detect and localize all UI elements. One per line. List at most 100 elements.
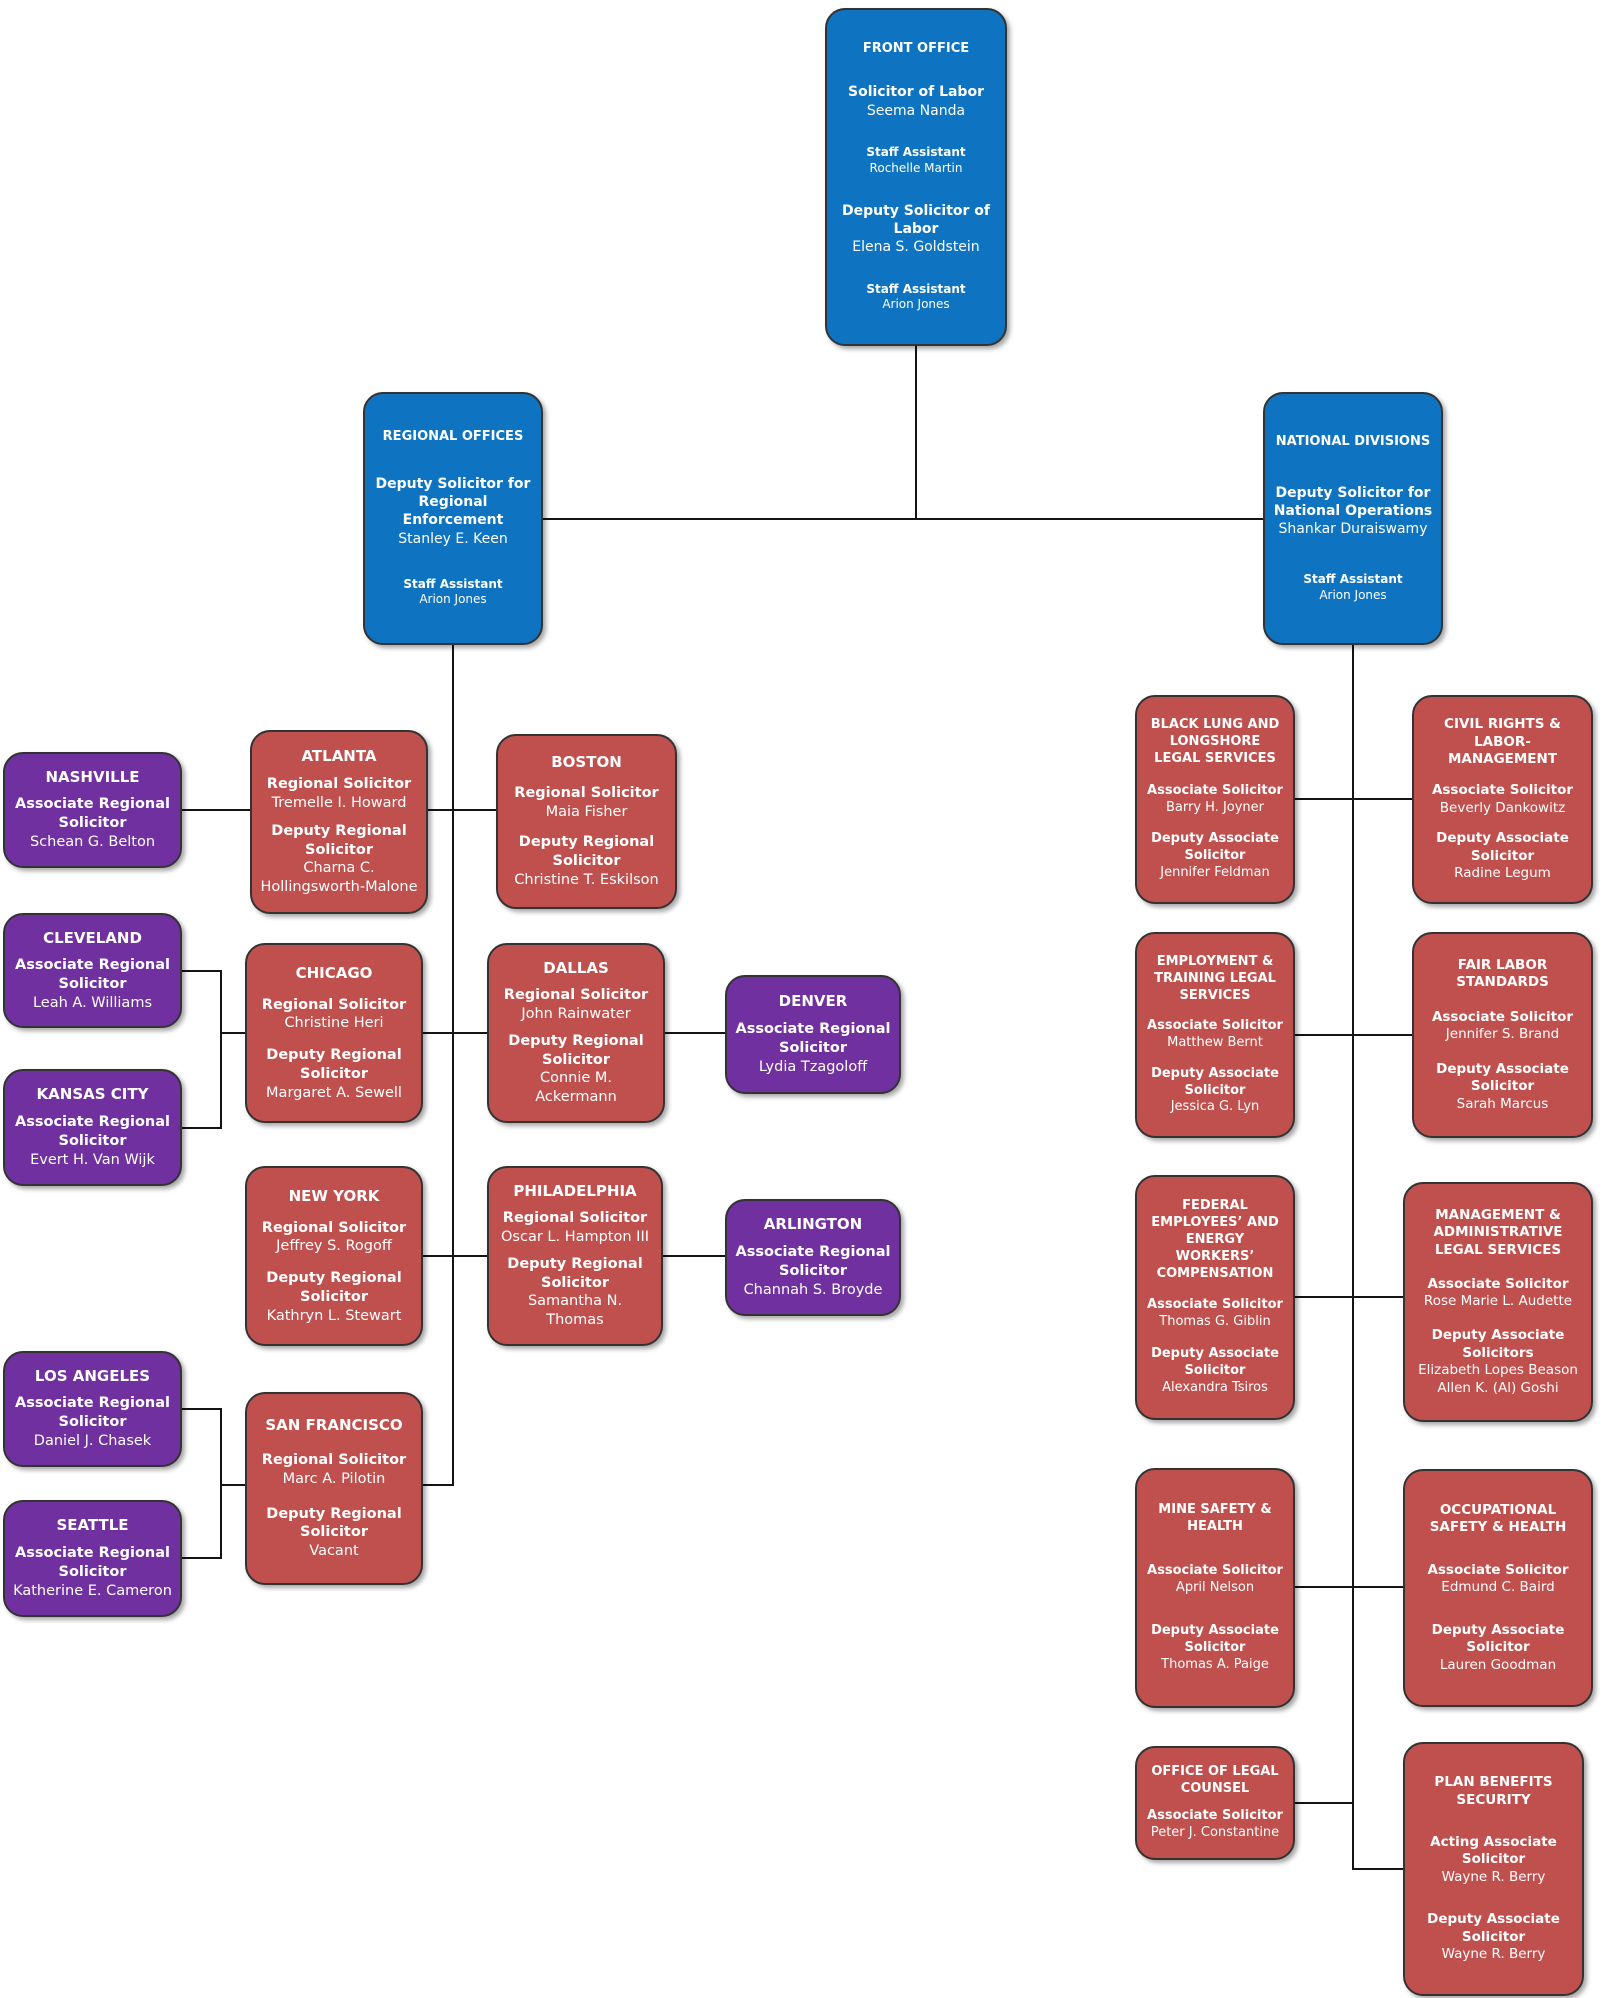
box-title: BLACK LUNG AND LONGSHORE LEGAL SERVICES (1150, 717, 1280, 767)
role-label: Deputy Associate Solicitors (1431, 1327, 1565, 1361)
org-section: Deputy Associate Solicitor Lauren Goodma… (1413, 1622, 1583, 1675)
box-title: LOS ANGELES (34, 1366, 151, 1385)
box-title: NATIONAL DIVISIONS (1275, 433, 1431, 449)
org-box-new-york: NEW YORK Regional Solicitor Jeffrey S. R… (245, 1166, 423, 1346)
box-title: ATLANTA (301, 746, 377, 765)
org-section: Deputy Associate Solicitor Radine Legum (1422, 830, 1583, 883)
org-box-front-office: FRONT OFFICE Solicitor of Labor Seema Na… (825, 8, 1007, 346)
org-section: Deputy Associate Solicitor Jennifer Feld… (1145, 831, 1285, 882)
person-name: Schean G. Belton (29, 834, 156, 851)
person-name: John Rainwater (521, 1006, 631, 1023)
org-section: Regional Solicitor Jeffrey S. Rogoff (255, 1219, 413, 1257)
role-label: Regional Solicitor (266, 776, 412, 793)
org-section: Associate Solicitor Edmund C. Baird (1413, 1562, 1583, 1597)
org-section: Regional Solicitor Maia Fisher (506, 784, 667, 822)
role-label: Deputy Solicitor for Regional Enforcemen… (375, 475, 531, 529)
role-label: Staff Assistant (866, 281, 966, 296)
org-section: Associate Regional Solicitor Evert H. Va… (13, 1113, 172, 1170)
org-section: Associate Regional Solicitor Leah A. Wil… (13, 956, 172, 1013)
org-box-regional-offices: REGIONAL OFFICES Deputy Solicitor for Re… (363, 392, 543, 645)
person-name: Marc A. Pilotin (282, 1470, 386, 1487)
person-name: Lydia Tzagoloff (758, 1059, 868, 1076)
person-name: Beverly Dankowitz (1439, 799, 1566, 816)
person-name: Allen K. (Al) Goshi (1437, 1379, 1559, 1396)
person-name: Samantha N. Thomas (527, 1293, 623, 1329)
role-label: Deputy Solicitor for National Operations (1273, 485, 1433, 520)
role-label: Deputy Regional Solicitor (508, 1032, 644, 1068)
org-box-chicago: CHICAGO Regional Solicitor Christine Her… (245, 943, 423, 1123)
role-label: Associate Solicitor (1147, 1808, 1283, 1824)
person-name: Arion Jones (419, 592, 487, 607)
connector-line (220, 1484, 247, 1486)
person-name: Daniel J. Chasek (33, 1433, 152, 1450)
org-section: Regional Solicitor John Rainwater (497, 986, 655, 1024)
org-section: Staff Assistant Arion Jones (835, 282, 997, 313)
connector-line (220, 1032, 247, 1034)
role-label: Associate Regional Solicitor (735, 1244, 891, 1279)
person-name: Jennifer Feldman (1160, 864, 1270, 880)
role-label: Deputy Solicitor of Labor (842, 202, 990, 237)
box-title: BOSTON (551, 753, 622, 772)
box-title: NEW YORK (288, 1186, 380, 1205)
person-name: Elizabeth Lopes Beason (1418, 1362, 1578, 1379)
role-label: Deputy Associate Solicitor (1427, 1910, 1560, 1945)
org-section: Associate Solicitor Rose Marie L. Audett… (1413, 1276, 1583, 1311)
box-title: FEDERAL EMPLOYEES’ AND ENERGY WORKERS’ C… (1151, 1198, 1279, 1281)
org-section: Deputy Regional Solicitor Connie M. Acke… (497, 1032, 655, 1107)
org-box-black-lung: BLACK LUNG AND LONGSHORE LEGAL SERVICES … (1135, 695, 1295, 904)
connector-line (182, 1127, 222, 1129)
org-section: Deputy Associate Solicitor Wayne R. Berr… (1413, 1911, 1574, 1964)
org-section: Deputy Regional Solicitor Margaret A. Se… (255, 1046, 413, 1103)
role-label: Deputy Regional Solicitor (518, 834, 655, 869)
role-label: Associate Solicitor (1147, 1562, 1283, 1578)
role-label: Associate Regional Solicitor (15, 1545, 170, 1580)
role-label: Associate Regional Solicitor (15, 1114, 170, 1149)
connector-line (423, 1255, 489, 1257)
person-name: Channah S. Broyde (743, 1281, 883, 1298)
org-box-cleveland: CLEVELAND Associate Regional Solicitor L… (3, 913, 182, 1028)
org-box-employment-training: EMPLOYMENT & TRAINING LEGAL SERVICES Ass… (1135, 932, 1295, 1138)
role-label: Regional Solicitor (514, 785, 659, 802)
connector-line (182, 1557, 222, 1559)
org-section: Deputy Solicitor for Regional Enforcemen… (373, 475, 533, 548)
connector-line (1295, 798, 1412, 800)
org-section: Regional Solicitor Tremelle I. Howard (260, 775, 418, 813)
org-section: Staff Assistant Arion Jones (373, 577, 533, 608)
org-section: Associate Solicitor Jennifer S. Brand (1422, 1009, 1583, 1044)
role-label: Staff Assistant (403, 576, 503, 591)
person-name: Barry H. Joyner (1165, 799, 1265, 815)
org-section: Regional Solicitor Marc A. Pilotin (255, 1451, 413, 1489)
box-title: MANAGEMENT & ADMINISTRATIVE LEGAL SERVIC… (1433, 1206, 1563, 1258)
org-box-national-divisions: NATIONAL DIVISIONS Deputy Solicitor for … (1263, 392, 1443, 645)
role-label: Deputy Associate Solicitor (1151, 1622, 1279, 1655)
org-section: Associate Solicitor April Nelson (1145, 1563, 1285, 1597)
org-section: Deputy Regional Solicitor Vacant (255, 1505, 413, 1562)
org-box-occupational-safety: OCCUPATIONAL SAFETY & HEALTH Associate S… (1403, 1469, 1593, 1707)
box-title: NASHVILLE (45, 767, 140, 786)
role-label: Deputy Regional Solicitor (271, 822, 407, 858)
connector-line (1295, 1296, 1405, 1298)
box-title: CIVIL RIGHTS & LABOR-MANAGEMENT (1444, 716, 1561, 768)
role-label: Regional Solicitor (502, 1210, 648, 1227)
connector-line (428, 809, 496, 811)
role-label: Deputy Associate Solicitor (1436, 830, 1569, 864)
org-section: Deputy Associate Solicitor Alexandra Tsi… (1145, 1346, 1285, 1397)
role-label: Associate Solicitor (1427, 1275, 1569, 1292)
box-title: SEATTLE (56, 1516, 129, 1535)
person-name: Matthew Bernt (1167, 1035, 1263, 1050)
org-section: Associate Regional Solicitor Katherine E… (13, 1544, 172, 1601)
role-label: Regional Solicitor (503, 987, 649, 1004)
connector-line (182, 809, 250, 811)
box-title: OFFICE OF LEGAL COUNSEL (1151, 1764, 1279, 1797)
connector-line (1352, 1868, 1405, 1870)
box-title: EMPLOYMENT & TRAINING LEGAL SERVICES (1154, 953, 1276, 1003)
org-section: Deputy Regional Solicitor Christine T. E… (506, 833, 667, 890)
person-name: Charna C. Hollingsworth-Malone (260, 860, 418, 896)
org-box-san-francisco: SAN FRANCISCO Regional Solicitor Marc A.… (245, 1392, 423, 1585)
role-label: Associate Regional Solicitor (15, 956, 170, 992)
org-box-nashville: NASHVILLE Associate Regional Solicitor S… (3, 752, 182, 868)
connector-line (543, 518, 1263, 520)
org-box-federal-employees: FEDERAL EMPLOYEES’ AND ENERGY WORKERS’ C… (1135, 1175, 1295, 1420)
org-box-boston: BOSTON Regional Solicitor Maia Fisher De… (496, 734, 677, 909)
org-section: Associate Solicitor Matthew Bernt (1145, 1018, 1285, 1052)
